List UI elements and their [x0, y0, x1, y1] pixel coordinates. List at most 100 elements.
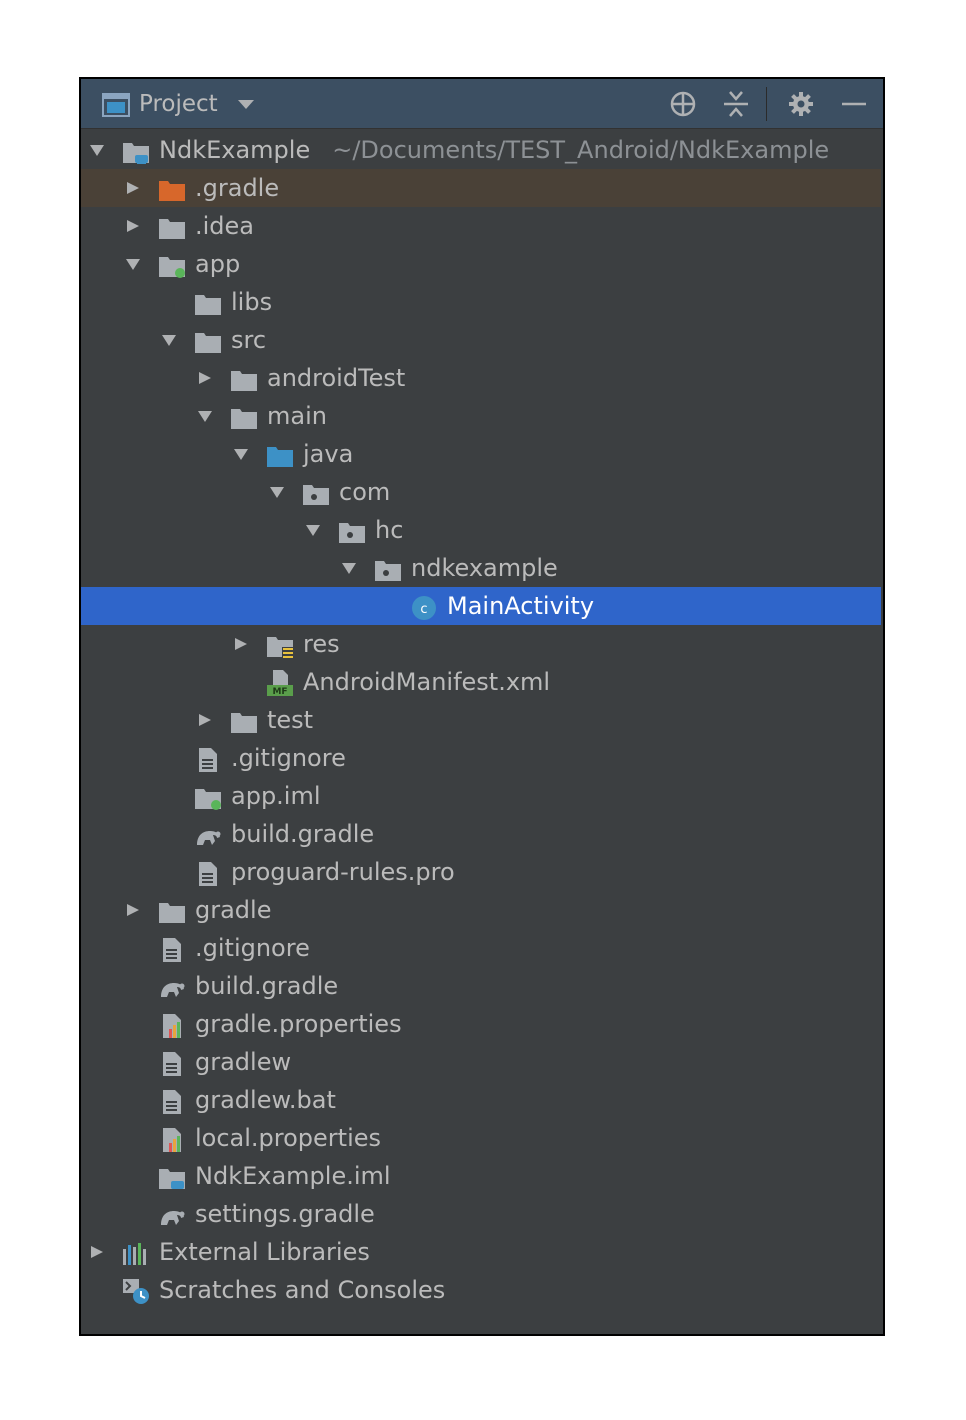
- expanded-arrow-icon[interactable]: [125, 257, 141, 271]
- collapsed-arrow-icon[interactable]: [125, 903, 141, 917]
- tree-item-label: NdkExample.iml: [195, 1162, 391, 1190]
- expanded-arrow-icon[interactable]: [341, 561, 357, 575]
- tree-item-label: AndroidManifest.xml: [303, 668, 551, 696]
- tree-item-label: res: [303, 630, 340, 658]
- tree-item-gradlew[interactable]: gradlew: [81, 1043, 881, 1081]
- tree-item-idea[interactable]: .idea: [81, 207, 881, 245]
- folder-icon: [159, 903, 185, 923]
- tree-item-app[interactable]: app: [81, 245, 881, 283]
- tree-item-app-iml[interactable]: app.iml: [81, 777, 881, 815]
- expanded-arrow-icon[interactable]: [89, 143, 105, 157]
- tree-item-libs[interactable]: libs: [81, 283, 881, 321]
- tree-item-test[interactable]: test: [81, 701, 881, 739]
- tree-item-label: com: [339, 478, 391, 506]
- module-file-icon: [159, 1169, 185, 1189]
- expanded-arrow-icon[interactable]: [269, 485, 285, 499]
- collapsed-arrow-icon[interactable]: [197, 371, 213, 385]
- project-view-icon: [102, 93, 130, 117]
- resource-folder-icon: [267, 637, 294, 658]
- source-root-icon: [267, 447, 293, 467]
- folder-icon: [195, 333, 221, 353]
- text-file-icon: [163, 1090, 181, 1114]
- expanded-arrow-icon[interactable]: [233, 447, 249, 461]
- tree-item-label: androidTest: [267, 364, 406, 392]
- tree-item-label: NdkExample: [159, 136, 311, 164]
- tree-item-androidtest[interactable]: androidTest: [81, 359, 881, 397]
- tree-item-ndkexample-iml[interactable]: NdkExample.iml: [81, 1157, 881, 1195]
- project-view-selector[interactable]: Project: [139, 91, 218, 117]
- tree-item-settings-gradle[interactable]: settings.gradle: [81, 1195, 881, 1233]
- tree-item-com[interactable]: com: [81, 473, 881, 511]
- manifest-icon: MF: [267, 670, 293, 697]
- locate-target-icon[interactable]: [668, 89, 698, 119]
- tree-item-label: .gitignore: [231, 744, 346, 772]
- tree-item-build-gradle[interactable]: build.gradle: [81, 967, 881, 1005]
- minimize-icon[interactable]: [839, 89, 869, 119]
- tree-item-label: app.iml: [231, 782, 321, 810]
- tree-item-label: src: [231, 326, 267, 354]
- tree-item-hc[interactable]: hc: [81, 511, 881, 549]
- tree-item-res[interactable]: res: [81, 625, 881, 663]
- tree-item-label: gradle.properties: [195, 1010, 402, 1038]
- text-file-icon: [199, 748, 217, 772]
- tree-item-gradlew-bat[interactable]: gradlew.bat: [81, 1081, 881, 1119]
- tree-item-label: ndkexample: [411, 554, 558, 582]
- tree-item-label: app: [195, 250, 241, 278]
- collapsed-arrow-icon[interactable]: [89, 1245, 105, 1259]
- tree-item-local-properties[interactable]: local.properties: [81, 1119, 881, 1157]
- tree-item-gradle[interactable]: gradle: [81, 891, 881, 929]
- tree-item-androidmanifest[interactable]: MF AndroidManifest.xml: [81, 663, 881, 701]
- folder-icon: [231, 409, 257, 429]
- folder-icon: [231, 713, 257, 733]
- tree-item-main[interactable]: main: [81, 397, 881, 435]
- tree-item-app-build-gradle[interactable]: build.gradle: [81, 815, 881, 853]
- tree-item-gradle-properties[interactable]: gradle.properties: [81, 1005, 881, 1043]
- tree-item-app-gitignore[interactable]: .gitignore: [81, 739, 881, 777]
- svg-text:MF: MF: [272, 687, 287, 697]
- tree-item-label: gradlew: [195, 1048, 292, 1076]
- expanded-arrow-icon[interactable]: [305, 523, 321, 537]
- tree-item-label: test: [267, 706, 314, 734]
- tree-item-label: .gradle: [195, 174, 280, 202]
- tree-item-label: local.properties: [195, 1124, 382, 1152]
- tree-item-label: build.gradle: [231, 820, 375, 848]
- project-path: ~/Documents/TEST_Android/NdkExample: [332, 136, 830, 164]
- tree-item-label: libs: [231, 288, 273, 316]
- tree-item-label: settings.gradle: [195, 1200, 375, 1228]
- collapsed-arrow-icon[interactable]: [197, 713, 213, 727]
- svg-text:c: c: [420, 602, 427, 617]
- collapse-all-icon[interactable]: [721, 89, 751, 119]
- tree-item-label: build.gradle: [195, 972, 339, 1000]
- tree-item-label: main: [267, 402, 327, 430]
- tree-item-gradle-cache[interactable]: .gradle: [81, 169, 881, 207]
- text-file-icon: [163, 1052, 181, 1076]
- tree-item-label: External Libraries: [159, 1238, 370, 1266]
- tree-item-gitignore[interactable]: .gitignore: [81, 929, 881, 967]
- tree-item-label: .idea: [195, 212, 255, 240]
- collapsed-arrow-icon[interactable]: [125, 219, 141, 233]
- tree-item-label: hc: [375, 516, 404, 544]
- tree-item-label: java: [303, 440, 354, 468]
- chevron-down-icon[interactable]: [237, 99, 255, 111]
- text-file-icon: [199, 862, 217, 886]
- tree-item-scratches[interactable]: Scratches and Consoles: [81, 1271, 881, 1309]
- expanded-arrow-icon[interactable]: [161, 333, 177, 347]
- tree-item-mainactivity[interactable]: c MainActivity: [81, 587, 881, 625]
- expanded-arrow-icon[interactable]: [197, 409, 213, 423]
- project-tool-window: Project: [79, 77, 885, 1336]
- class-icon: c: [412, 596, 436, 620]
- module-file-icon: [195, 789, 221, 810]
- tree-item-label: gradlew.bat: [195, 1086, 336, 1114]
- tree-item-java[interactable]: java: [81, 435, 881, 473]
- library-icon: [123, 1243, 146, 1265]
- tree-item-label: MainActivity: [447, 592, 595, 620]
- tree-item-proguard[interactable]: proguard-rules.pro: [81, 853, 881, 891]
- gear-icon[interactable]: [786, 89, 816, 119]
- tree-item-external-libraries[interactable]: External Libraries: [81, 1233, 881, 1271]
- tree-item-root[interactable]: NdkExample ~/Documents/TEST_Android/NdkEx…: [81, 131, 881, 169]
- collapsed-arrow-icon[interactable]: [125, 181, 141, 195]
- folder-icon: [159, 219, 185, 239]
- collapsed-arrow-icon[interactable]: [233, 637, 249, 651]
- tree-item-src[interactable]: src: [81, 321, 881, 359]
- tree-item-ndkexample[interactable]: ndkexample: [81, 549, 881, 587]
